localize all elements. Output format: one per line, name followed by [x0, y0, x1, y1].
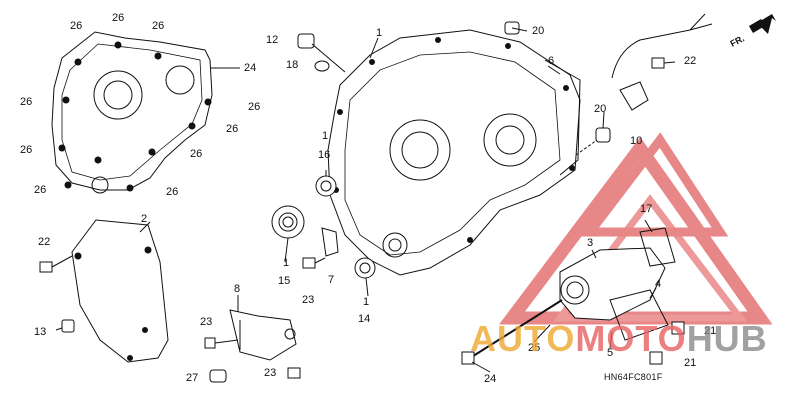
callout-2: 2 [141, 213, 148, 225]
gasket-17 [639, 227, 676, 267]
callout-24: 24 [484, 373, 497, 385]
callout-13: 13 [34, 326, 47, 338]
clamp-7 [321, 227, 339, 257]
watermark-auto: AUTO [470, 318, 576, 359]
oil-seal-14 [354, 257, 376, 279]
callout-21: 21 [684, 357, 697, 369]
bolt-22-left [39, 255, 73, 273]
bracket-8 [229, 309, 297, 361]
callout-26: 26 [166, 186, 179, 198]
callout-3: 3 [587, 237, 594, 249]
callout-16: 16 [318, 149, 331, 161]
bolt-23-mid [302, 257, 326, 269]
callout-7: 7 [328, 274, 335, 286]
oil-seal-16 [315, 175, 337, 197]
callout-20: 20 [532, 25, 545, 37]
callout-5: 5 [607, 347, 614, 359]
bolt-21-a [671, 321, 685, 335]
dowel-20-top [504, 21, 520, 35]
bolt-21-b [649, 351, 663, 365]
callout-26: 26 [34, 184, 47, 196]
callout-27: 27 [186, 372, 199, 384]
callout-1: 1 [376, 27, 383, 39]
callout-24: 24 [244, 62, 257, 74]
callout-26: 26 [226, 123, 239, 135]
front-direction-arrow [748, 14, 776, 34]
callout-22: 22 [38, 236, 51, 248]
callout-26: 26 [248, 101, 261, 113]
callout-23: 23 [264, 367, 277, 379]
callout-26: 26 [20, 96, 33, 108]
cover-bolt-holes [58, 41, 212, 192]
callout-26: 26 [20, 144, 33, 156]
bolt-23-low-a [204, 337, 239, 349]
gasket-6 [544, 59, 581, 176]
callout-14: 14 [358, 313, 371, 325]
callout-1: 1 [283, 257, 290, 269]
callout-26: 26 [190, 148, 203, 160]
plug-12 [297, 33, 315, 49]
callout-15: 15 [278, 275, 291, 287]
left-cover-outline [51, 31, 213, 191]
dowel-20-right [595, 127, 611, 143]
long-bolt-24 [461, 299, 563, 365]
callout-18: 18 [286, 59, 299, 71]
callout-1: 1 [363, 296, 370, 308]
crankcase-bolt-holes [333, 37, 575, 243]
callout-10: 10 [630, 135, 643, 147]
o-ring-18 [314, 60, 330, 72]
callout-21: 21 [704, 325, 717, 337]
watermark-hub: HUB [686, 318, 768, 359]
lower-cover-outline [71, 219, 169, 363]
callout-26: 26 [152, 20, 165, 32]
watermark-moto: MOTO [575, 318, 687, 359]
callout-20: 20 [594, 103, 607, 115]
callout-1: 1 [322, 130, 329, 142]
watermark-text: AUTOMOTOHUB [470, 318, 768, 360]
bolt-23-low-b [287, 367, 301, 379]
oil-seal-15 [271, 205, 305, 239]
callout-26: 26 [112, 12, 125, 24]
drawing-code: HN64FC801F [604, 372, 663, 382]
callout-8: 8 [234, 283, 241, 295]
callout-6: 6 [548, 55, 555, 67]
crankcase-outline [327, 29, 581, 276]
callout-17: 17 [640, 203, 653, 215]
gasket-4 [609, 289, 669, 341]
sensor-22-right [611, 13, 713, 111]
callout-23: 23 [302, 294, 315, 306]
callout-25: 25 [528, 342, 541, 354]
callout-4: 4 [655, 278, 662, 290]
pump-cover-3 [559, 247, 666, 321]
callout-23: 23 [200, 316, 213, 328]
bolt-13 [55, 319, 75, 333]
callout-22: 22 [684, 55, 697, 67]
callout-12: 12 [266, 34, 279, 46]
callout-26: 26 [70, 20, 83, 32]
clip-27 [209, 369, 227, 383]
